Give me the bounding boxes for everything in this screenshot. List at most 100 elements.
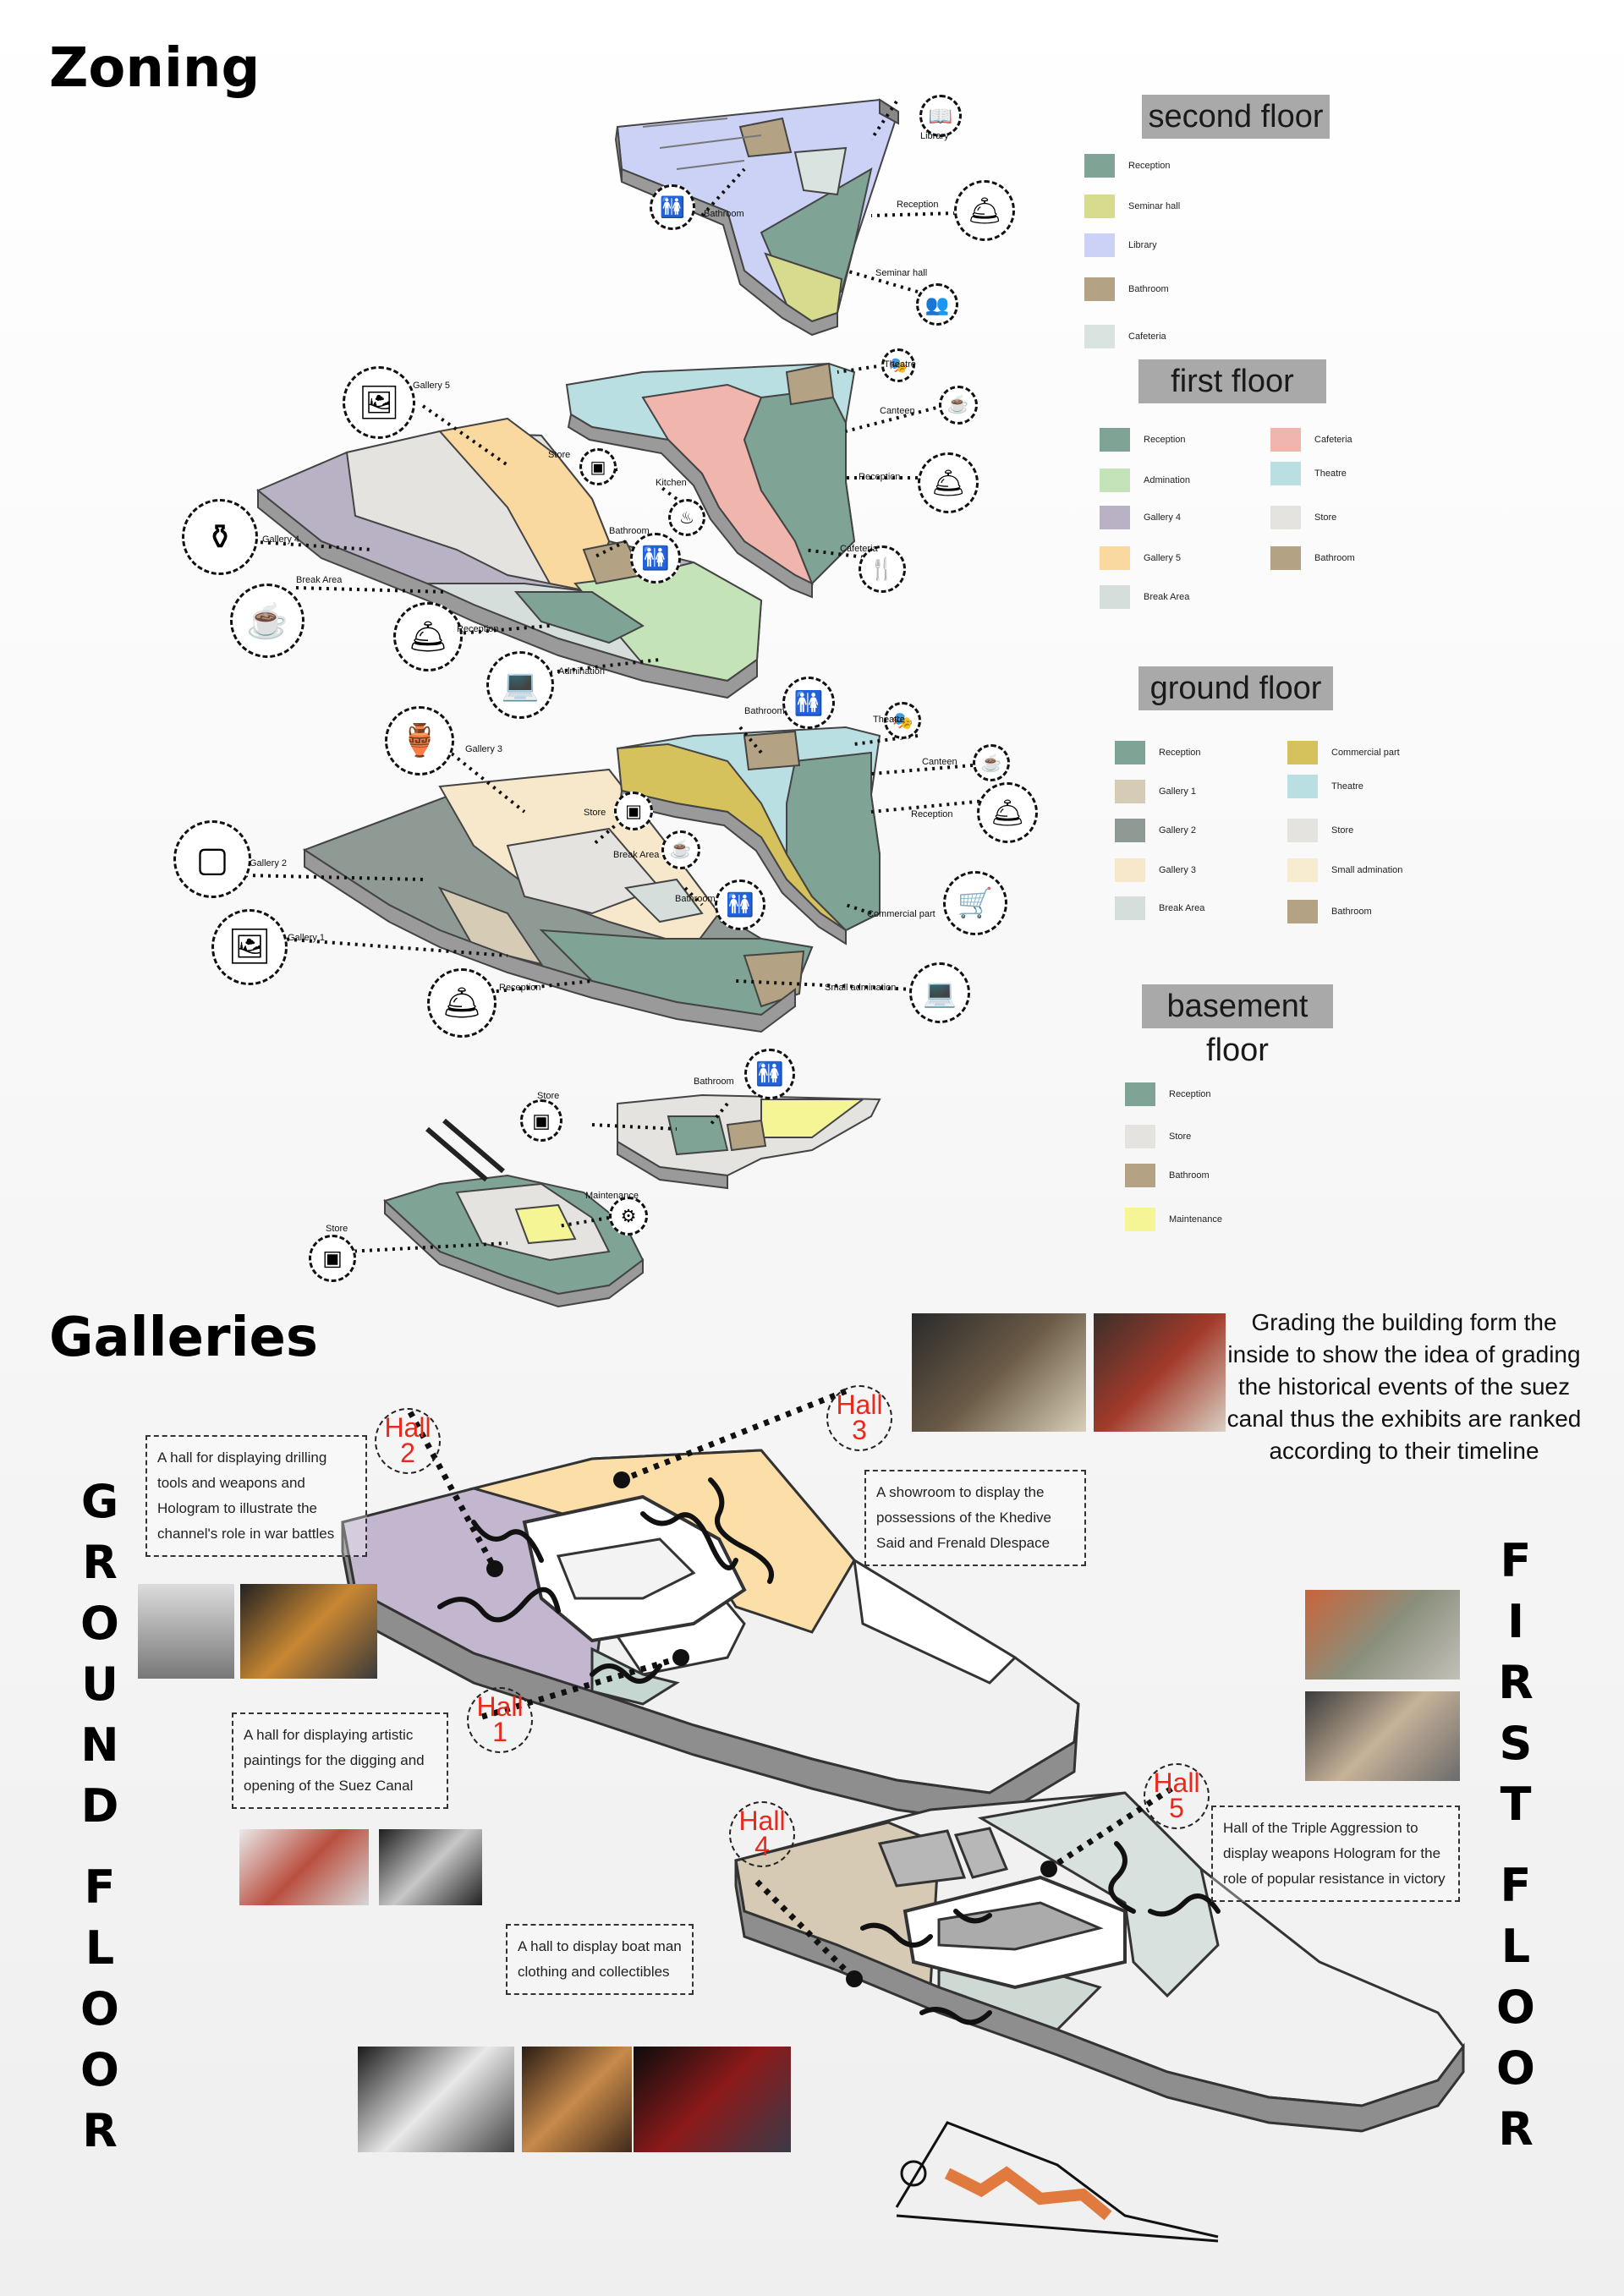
legend-label: Bathroom: [1169, 1170, 1210, 1181]
vertical-letter: L: [1501, 1920, 1531, 1973]
second-label-library: Library: [920, 131, 949, 141]
ground-label-small-admination: Small admination: [825, 983, 897, 993]
first-floor-galleries-plan: [734, 1791, 1465, 2133]
admin-icon: 💻: [909, 962, 970, 1023]
ground-label-break-area: Break Area: [613, 850, 660, 860]
bathroom-icon: 🚻: [650, 184, 695, 230]
vertical-letter: F: [84, 1860, 116, 1914]
store-icon: ▣: [614, 792, 653, 830]
second-floor-plan: [614, 98, 900, 337]
legend-label: Small admination: [1331, 865, 1403, 875]
legend-label: Break Area: [1159, 903, 1205, 913]
legend-swatch: [1115, 780, 1145, 803]
vertical-letter: O: [1496, 1981, 1535, 2034]
legend-label: Cafeteria: [1128, 332, 1166, 342]
legend-swatch: [1287, 858, 1318, 882]
basement-label-maintenance: Maintenance: [585, 1191, 639, 1201]
legend-label: Reception: [1144, 435, 1186, 445]
legend-swatch: [1100, 506, 1130, 529]
legend-label: Maintenance: [1169, 1214, 1222, 1225]
ground-label-theatre: Theatre: [873, 715, 905, 725]
legend-item-break-area: Break Area: [1100, 585, 1189, 609]
hall3-description: A showroom to display the possessions of…: [864, 1470, 1086, 1566]
legend-label: Gallery 2: [1159, 825, 1197, 836]
first-label-break-area: Break Area: [296, 575, 343, 585]
legend-label: Store: [1314, 512, 1337, 523]
vertical-letter: I: [1506, 1595, 1525, 1648]
sketch-illustration: [895, 2121, 1219, 2243]
leader-lines: [244, 100, 1003, 1253]
first-label-gallery-4: Gallery 4: [262, 534, 300, 545]
canteen-icon: ☕: [973, 744, 1010, 781]
reception-icon: 🛎: [427, 968, 497, 1038]
ground-label-commercial-part: Commercial part: [867, 909, 935, 919]
hall-word: Hall: [1153, 1767, 1200, 1798]
hall-number: 2: [400, 1438, 415, 1468]
hall-word: Hall: [384, 1412, 431, 1443]
legend-swatch: [1100, 428, 1130, 452]
legend-label: Store: [1331, 825, 1354, 836]
legend-item-reception: Reception: [1115, 741, 1201, 764]
vertical-letter: U: [81, 1658, 118, 1711]
legend-label: Commercial part: [1331, 748, 1400, 758]
vertical-letter: L: [85, 1921, 115, 1975]
legend-label: Gallery 1: [1159, 786, 1197, 797]
first-floor-title: first floor: [1138, 359, 1326, 403]
seminar-icon: 👥: [916, 283, 958, 326]
legend-item-cafeteria: Cafeteria: [1084, 325, 1166, 348]
legend-item-seminar-hall: Seminar hall: [1084, 195, 1180, 218]
reception-icon: 🛎: [918, 452, 979, 513]
basement-label-store: Store: [537, 1091, 560, 1101]
legend-item-theatre: Theatre: [1270, 462, 1347, 485]
legend-item-gallery-2: Gallery 2: [1115, 819, 1196, 842]
vertical-letter: O: [80, 1597, 119, 1650]
legend-label: Theatre: [1331, 781, 1363, 792]
basement-label-bathroom: Bathroom: [694, 1077, 734, 1087]
legend-item-theatre: Theatre: [1287, 775, 1363, 798]
legend-swatch: [1100, 469, 1130, 492]
legend-swatch: [1125, 1125, 1155, 1148]
hall-number: 5: [1169, 1793, 1184, 1823]
theatre-icon: 🎭: [881, 348, 915, 382]
bathroom-icon: 🚻: [782, 677, 835, 729]
cafeteria-icon: 🍴: [859, 545, 906, 593]
hall-word: Hall: [738, 1806, 786, 1836]
legend-swatch: [1100, 546, 1130, 570]
legend-swatch: [1100, 585, 1130, 609]
legend-item-store: Store: [1125, 1125, 1191, 1148]
legend-swatch: [1270, 546, 1301, 570]
first-label-kitchen: Kitchen: [656, 478, 687, 488]
legend-label: Reception: [1169, 1089, 1211, 1099]
legend-swatch: [1270, 506, 1301, 529]
legend-swatch: [1287, 741, 1318, 764]
vertical-letter: G: [80, 1475, 119, 1528]
hall-word: Hall: [476, 1691, 524, 1722]
hall2-photo-2: [240, 1584, 377, 1679]
legend-item-store: Store: [1270, 506, 1336, 529]
legend-label: Reception: [1159, 748, 1201, 758]
vertical-letter: N: [80, 1718, 119, 1772]
cart-icon: 🛒: [943, 871, 1007, 935]
bathroom-icon: 🚻: [630, 533, 681, 584]
first-floor-plan: [256, 362, 856, 699]
legend-item-small-admination: Small admination: [1287, 858, 1402, 882]
legend-swatch: [1287, 775, 1318, 798]
legend-item-library: Library: [1084, 233, 1157, 257]
zoning-heading: Zoning: [49, 37, 261, 100]
bathroom-icon: 🚻: [744, 1049, 795, 1099]
legend-swatch: [1287, 819, 1318, 842]
legend-swatch: [1287, 900, 1318, 923]
first-label-cafeteria: Cafeteria: [840, 544, 878, 554]
hall1-photo-2: [379, 1829, 482, 1905]
vertical-letter: O: [80, 2043, 119, 2096]
galleries-heading: Galleries: [49, 1307, 318, 1369]
reception-icon: 🛎: [977, 782, 1038, 843]
ground-floor-plan: [302, 726, 881, 1033]
legend-label: Bathroom: [1314, 553, 1355, 563]
admin-icon: 💻: [486, 651, 554, 719]
first-label-theatre: Theatre: [884, 359, 916, 370]
first-label-reception: Reception: [859, 472, 901, 482]
